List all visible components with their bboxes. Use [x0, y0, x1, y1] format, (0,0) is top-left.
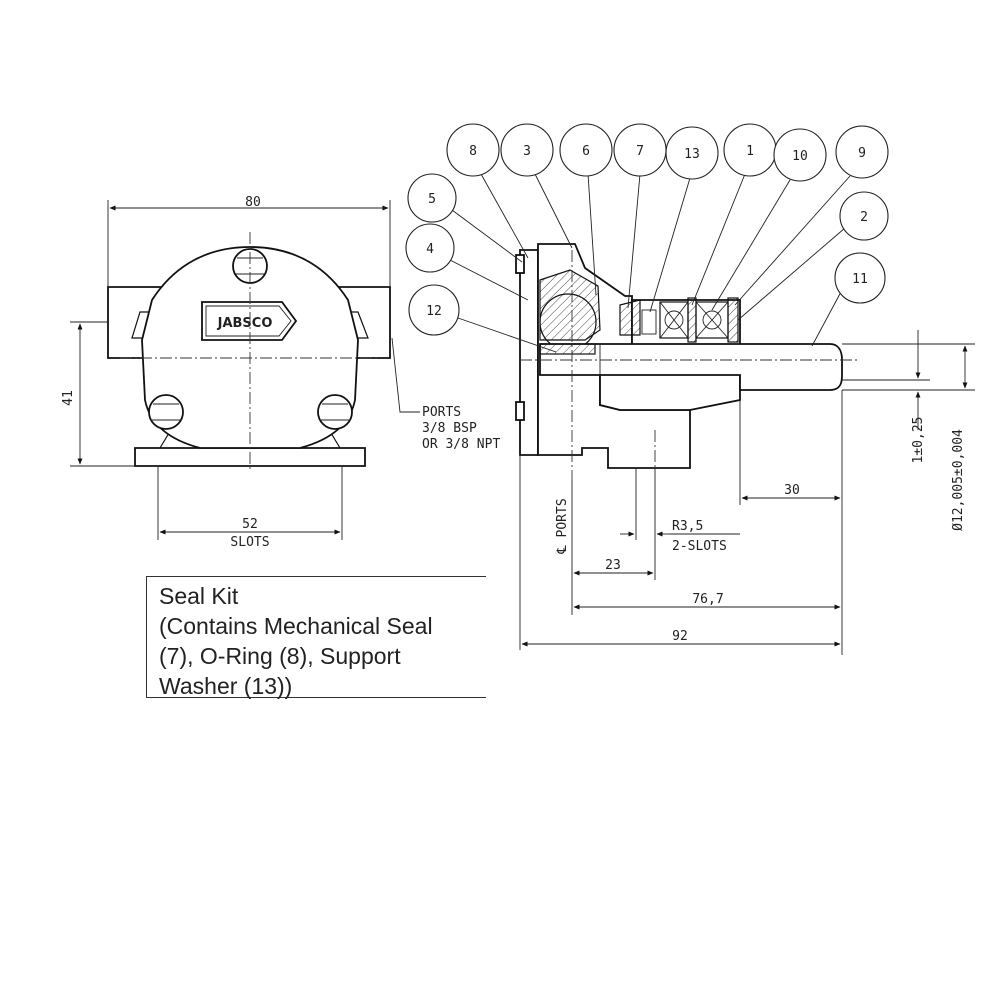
callout-8: 8	[446, 123, 529, 259]
seal-section	[619, 299, 641, 336]
callout-13: 13	[649, 126, 719, 313]
svg-text:5: 5	[428, 192, 436, 207]
cover-plate	[519, 249, 539, 456]
dim-slots-52: 52	[242, 517, 258, 532]
dim-slot-radius: R3,5	[672, 519, 703, 534]
ports-note-line-1: PORTS	[422, 405, 461, 420]
cover-screw-right	[317, 394, 353, 430]
callout-2: 2	[737, 191, 889, 321]
side-view: 8 3 6 7 13 1 10	[405, 123, 975, 655]
seal-kit-note-line: (Contains Mechanical Seal	[159, 613, 433, 639]
svg-text:12: 12	[426, 304, 442, 319]
cover-screw-head-top	[515, 254, 525, 274]
svg-text:10: 10	[792, 149, 808, 164]
seal-kit-note-line: (7), O-Ring (8), Support	[159, 643, 401, 669]
callout-7: 7	[613, 123, 667, 309]
callout-5: 5	[407, 173, 523, 263]
svg-text:13: 13	[684, 147, 700, 162]
dim-shaft-diameter: Ø12,005±0,004	[951, 429, 966, 531]
callout-12: 12	[408, 284, 557, 353]
logo-text: JABSCO	[217, 316, 273, 331]
cover-screw-head-bottom	[515, 401, 525, 421]
dim-width-80: 80	[245, 195, 261, 210]
cover-screw-left	[148, 394, 184, 430]
callout-4: 4	[405, 223, 529, 301]
callout-6: 6	[559, 123, 613, 296]
dim-23: 23	[605, 558, 621, 573]
dim-shaft-flat: 1±0,25	[911, 417, 926, 464]
callout-9: 9	[734, 125, 889, 306]
callout-10: 10	[711, 128, 827, 311]
dim-slots-label: SLOTS	[230, 535, 269, 550]
seal-kit-note: Seal Kit (Contains Mechanical Seal (7), …	[146, 576, 486, 699]
svg-text:6: 6	[582, 144, 590, 159]
front-view: JABSCO 80 41 52 SLOTS PORTS 3/8 BSP OR 3…	[61, 195, 500, 550]
shaft	[539, 343, 843, 391]
seal-kit-note-line: Washer (13))	[159, 673, 293, 699]
svg-text:9: 9	[858, 146, 866, 161]
seal-washer	[539, 343, 596, 355]
seal-kit-note-line: Seal Kit	[159, 583, 239, 609]
ports-note-line-2: 3/8 BSP	[422, 421, 477, 436]
dim-shaft-length-30: 30	[784, 483, 800, 498]
ports-note-line-3: OR 3/8 NPT	[422, 437, 500, 452]
bearing-inner	[659, 301, 689, 339]
impeller-section	[539, 269, 601, 341]
svg-text:1: 1	[746, 144, 754, 159]
callout-3: 3	[500, 123, 573, 249]
dim-slot-label: 2-SLOTS	[672, 539, 727, 554]
svg-text:7: 7	[636, 144, 644, 159]
svg-text:3: 3	[523, 144, 531, 159]
dim-height-41: 41	[61, 390, 76, 406]
logo-plate: JABSCO	[201, 301, 298, 341]
dim-76-7: 76,7	[692, 592, 723, 607]
callout-11: 11	[811, 252, 886, 347]
svg-text:11: 11	[852, 272, 868, 287]
svg-text:8: 8	[469, 144, 477, 159]
dim-92: 92	[672, 629, 688, 644]
svg-text:4: 4	[426, 242, 434, 257]
svg-text:2: 2	[860, 210, 868, 225]
ports-centerline-label: ℄ PORTS	[555, 498, 570, 554]
